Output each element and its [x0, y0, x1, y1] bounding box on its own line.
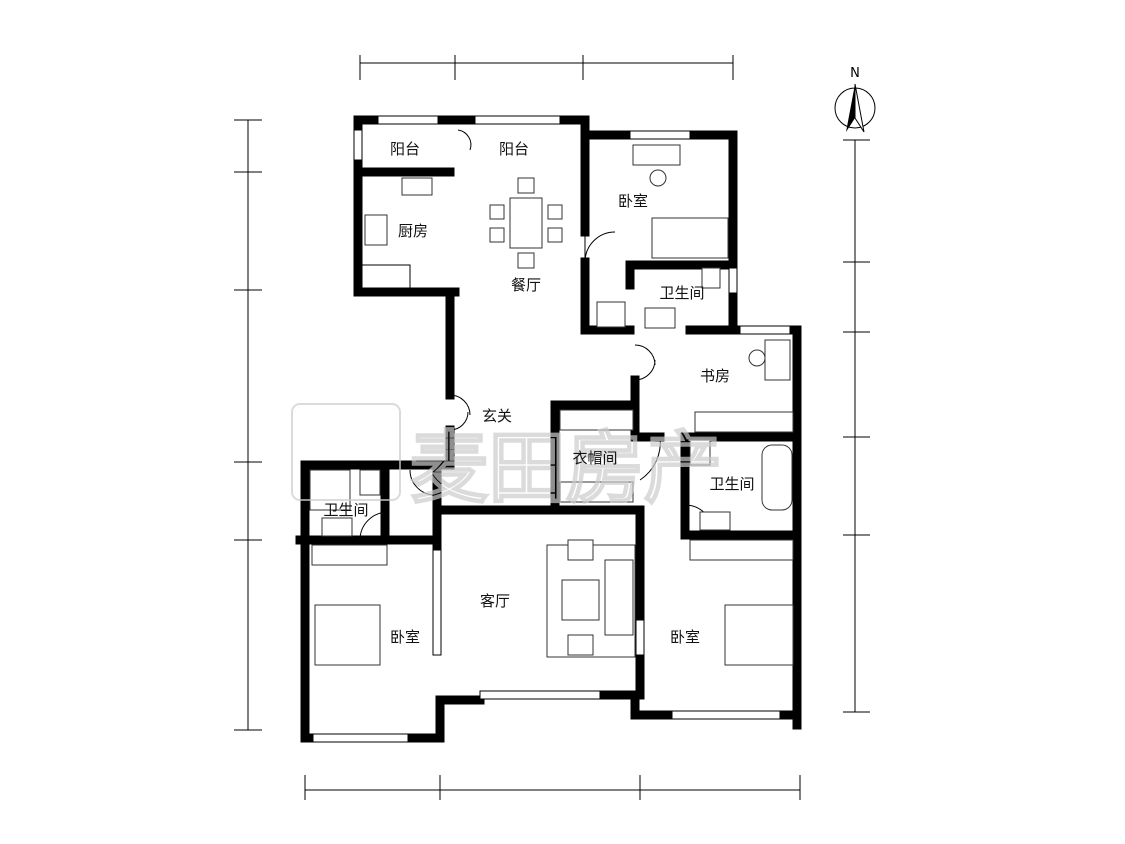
room-label-bedroom-w: 卧室 [390, 628, 420, 646]
watermark-text: 麦田房产 [410, 424, 722, 514]
room-label-bathroom-w: 卫生间 [323, 501, 368, 519]
room-label-kitchen: 厨房 [398, 222, 428, 240]
dimension-lines [234, 55, 870, 800]
room-label-cloakroom: 衣帽间 [572, 449, 617, 467]
room-labels: 阳台 阳台 厨房 餐厅 卧室 卫生间 书房 玄关 衣帽间 卫生间 卫生间 客厅 … [323, 140, 754, 646]
room-label-balcony-north: 阳台 [499, 140, 529, 158]
room-label-study: 书房 [700, 367, 730, 385]
bed [651, 217, 729, 259]
furniture [309, 144, 794, 666]
room-label-balcony-west: 阳台 [390, 140, 420, 158]
room-label-living: 客厅 [480, 592, 510, 610]
room-label-bathroom-e: 卫生间 [709, 475, 754, 493]
dining-table [509, 197, 543, 249]
bed [724, 604, 794, 666]
bed [314, 604, 381, 666]
watermark-logo: 麦田房产 [291, 403, 723, 515]
north-arrow-icon: N [834, 66, 876, 133]
windows [312, 115, 791, 743]
compass-label: N [850, 66, 860, 81]
room-label-bathroom-ne: 卫生间 [659, 284, 704, 302]
room-label-foyer: 玄关 [482, 407, 512, 425]
room-label-bedroom-ne: 卧室 [618, 192, 648, 210]
room-label-bedroom-e: 卧室 [670, 628, 700, 646]
room-label-dining: 餐厅 [511, 276, 541, 294]
